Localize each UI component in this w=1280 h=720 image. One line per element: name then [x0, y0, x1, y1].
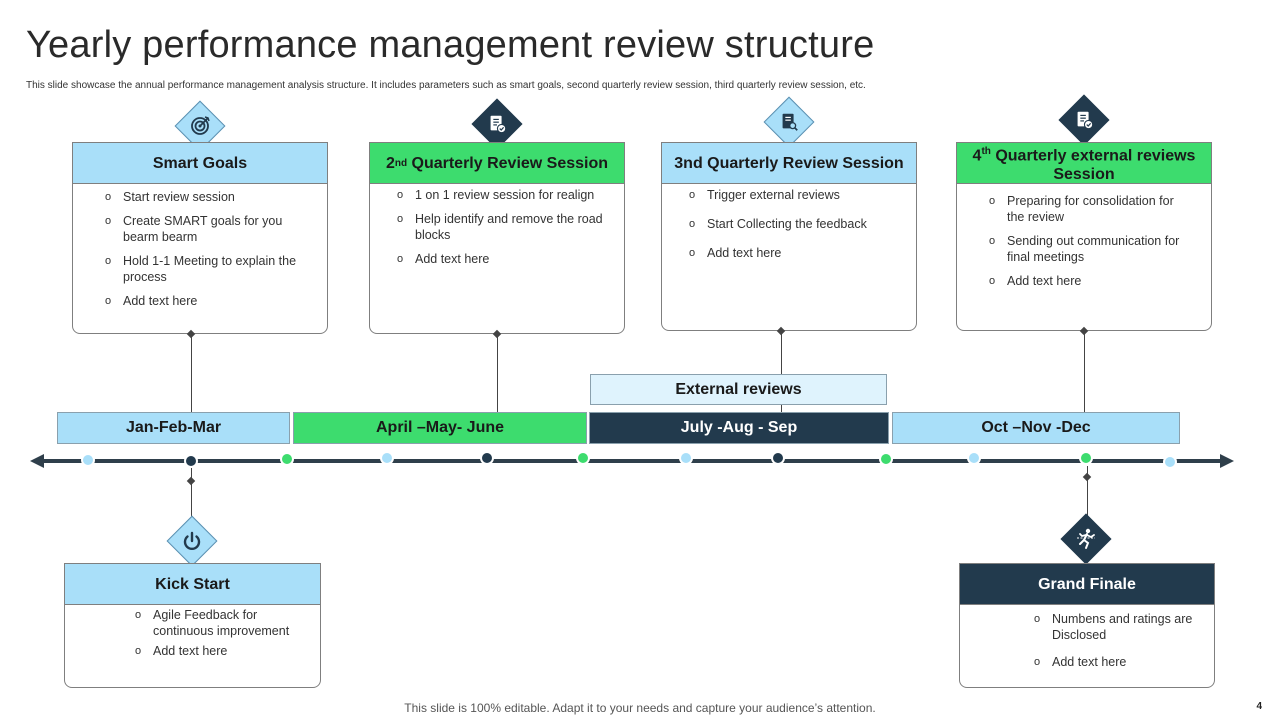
arrow-left-icon — [30, 454, 44, 468]
period-q3: July -Aug - Sep — [589, 412, 889, 444]
connector-node — [186, 476, 196, 486]
page-number: 4 — [1256, 701, 1262, 712]
list-item: Add text here — [1034, 654, 1194, 670]
connector-line — [1087, 466, 1088, 518]
smart-goals-list: Start review session Create SMART goals … — [105, 189, 315, 317]
period-q1: Jan-Feb-Mar — [57, 412, 290, 444]
connector-node — [1082, 472, 1092, 482]
list-item: Add text here — [397, 251, 612, 267]
list-item: Start review session — [105, 189, 315, 205]
list-item: Add text here — [105, 293, 315, 309]
document-search-icon — [763, 96, 815, 148]
connector-line — [781, 405, 782, 412]
list-item: Start Collecting the feedback — [689, 216, 904, 232]
list-item: Preparing for consolidation for the revi… — [989, 193, 1189, 225]
target-icon — [174, 100, 226, 152]
list-item: Create SMART goals for you bearm bearm — [105, 213, 315, 245]
list-item: 1 on 1 review session for realign — [397, 187, 612, 203]
list-item: Hold 1-1 Meeting to explain the process — [105, 253, 315, 285]
kick-start-list: Agile Feedback for continuous improvemen… — [135, 607, 295, 667]
timeline-dot — [879, 452, 893, 466]
grand-finale-card: Grand Finale Numbens and ratings are Dis… — [959, 563, 1215, 688]
arrow-right-icon — [1220, 454, 1234, 468]
timeline-dot — [380, 451, 394, 465]
period-q4: Oct –Nov -Dec — [892, 412, 1180, 444]
timeline-dot — [1079, 451, 1093, 465]
q3-review-title: 3nd Quarterly Review Session — [661, 142, 917, 184]
connector-line — [497, 334, 498, 412]
external-reviews-bar: External reviews — [590, 374, 887, 405]
connector-line — [191, 468, 192, 520]
q2-review-card: 2nd Quarterly Review Session 1 on 1 revi… — [369, 142, 625, 334]
q2-review-list: 1 on 1 review session for realign Help i… — [397, 187, 612, 275]
timeline-dot — [679, 451, 693, 465]
timeline-dot — [280, 452, 294, 466]
kick-start-card: Kick Start Agile Feedback for continuous… — [64, 563, 321, 688]
power-icon — [166, 515, 218, 567]
slide-title: Yearly performance management review str… — [26, 24, 875, 66]
list-item: Help identify and remove the road blocks — [397, 211, 612, 243]
list-item: Agile Feedback for continuous improvemen… — [135, 607, 295, 639]
list-item: Sending out communication for final meet… — [989, 233, 1189, 265]
list-item: Add text here — [135, 643, 295, 659]
document-check-icon — [1058, 94, 1110, 146]
list-item: Add text here — [989, 273, 1189, 289]
period-q2: April –May- June — [293, 412, 587, 444]
timeline-dot — [967, 451, 981, 465]
grand-finale-title: Grand Finale — [959, 563, 1215, 605]
slide-subtitle: This slide showcase the annual performan… — [26, 80, 866, 91]
connector-line — [781, 331, 782, 374]
q4-review-card: 4th Quarterly external reviews Session P… — [956, 142, 1212, 331]
q4-review-list: Preparing for consolidation for the revi… — [989, 193, 1189, 297]
timeline-dot — [81, 453, 95, 467]
connector-line — [191, 334, 192, 412]
slide-footer: This slide is 100% editable. Adapt it to… — [404, 701, 876, 715]
finish-line-icon — [1060, 513, 1112, 565]
timeline-dot — [184, 454, 198, 468]
timeline-dot — [576, 451, 590, 465]
list-item: Trigger external reviews — [689, 187, 904, 203]
grand-finale-list: Numbens and ratings are Disclosed Add te… — [1034, 611, 1194, 678]
timeline-dot — [771, 451, 785, 465]
q3-review-list: Trigger external reviews Start Collectin… — [689, 187, 904, 269]
q4-review-title: 4th Quarterly external reviews Session — [956, 142, 1212, 184]
timeline-dot — [480, 451, 494, 465]
timeline-axis — [40, 459, 1224, 463]
list-item: Numbens and ratings are Disclosed — [1034, 611, 1194, 643]
list-item: Add text here — [689, 245, 904, 261]
connector-line — [1084, 331, 1085, 412]
document-check-icon — [471, 98, 523, 150]
q3-review-card: 3nd Quarterly Review Session Trigger ext… — [661, 142, 917, 331]
smart-goals-title: Smart Goals — [72, 142, 328, 184]
smart-goals-card: Smart Goals Start review session Create … — [72, 142, 328, 334]
timeline-dot — [1163, 455, 1177, 469]
kick-start-title: Kick Start — [64, 563, 321, 605]
